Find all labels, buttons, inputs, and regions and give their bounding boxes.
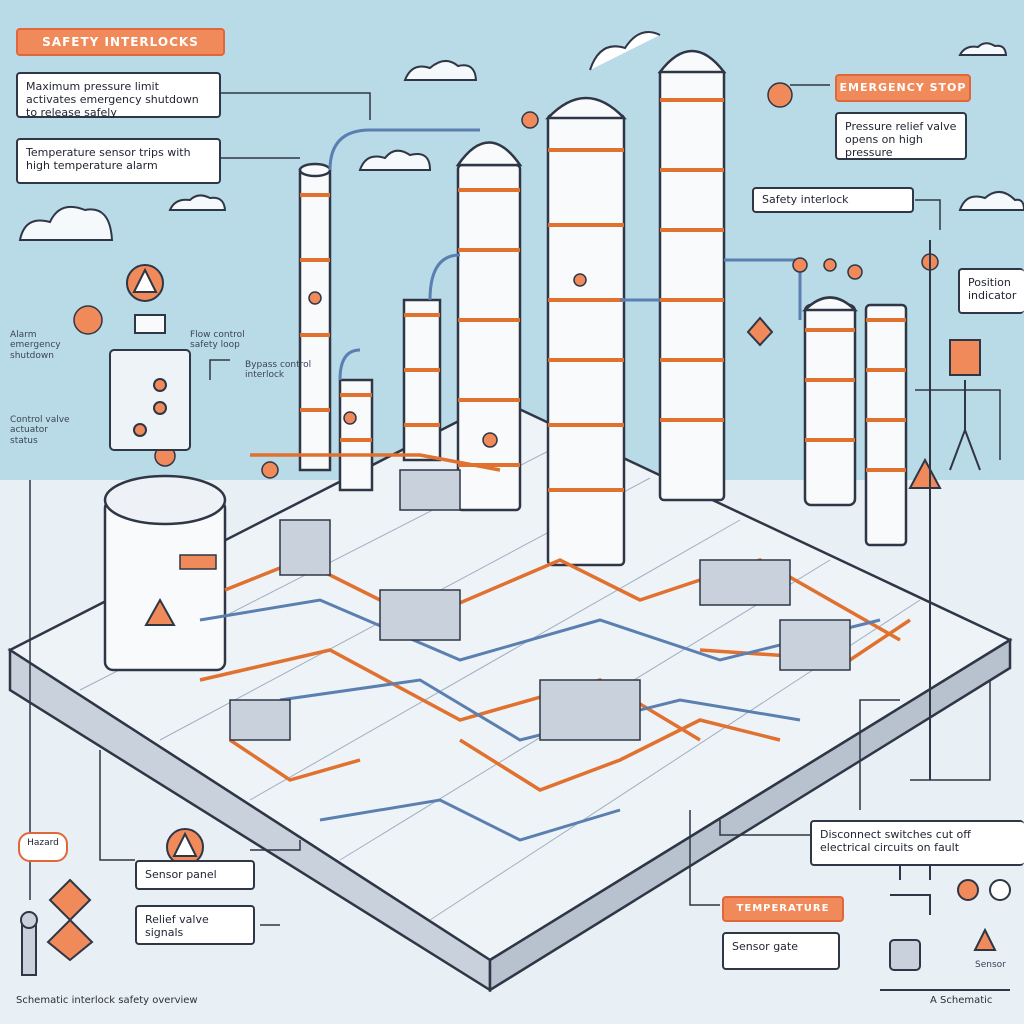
hydrant-left <box>20 911 38 976</box>
platform-base <box>7 398 1013 993</box>
disconnect-callout: Disconnect switches cut off electrical c… <box>810 820 1024 866</box>
pressure-callout: Maximum pressure limit activates emergen… <box>16 72 221 119</box>
sensor-panel-callout: Sensor panel <box>135 860 255 890</box>
control-panel-left <box>109 314 191 451</box>
pipes-grey <box>199 128 881 842</box>
emergency-stop-tag: EMERGENCY STOP <box>835 74 971 102</box>
position-callout: Position indicator <box>958 268 1024 314</box>
tank-hazard-sign <box>144 554 217 626</box>
footer-right: A Schematic <box>930 995 993 1006</box>
cloud <box>18 42 1024 241</box>
tower-bands <box>300 98 906 492</box>
temperature-tag: TEMPERATURE <box>722 896 844 922</box>
smoke <box>589 31 661 71</box>
relief-valve-callout: Relief valve signals <box>135 905 255 945</box>
instrument-gauges <box>73 82 939 479</box>
temperature-callout: Temperature sensor trips with high tempe… <box>16 138 221 184</box>
warning-triangles <box>46 264 942 962</box>
equipment-cluster <box>229 469 851 741</box>
left-note-upper: Alarm emergency shutdown <box>10 330 61 361</box>
safety-interlock-callout: Safety interlock <box>752 187 914 213</box>
right-stanchion <box>929 240 981 780</box>
left-note-lower: Control valve actuator status <box>10 415 70 446</box>
footer-left: Schematic interlock safety overview <box>16 995 198 1006</box>
sensor-gate-callout: Sensor gate <box>722 932 840 970</box>
safety-interlocks-tag: SAFETY INTERLOCKS <box>16 28 225 56</box>
center-note: Bypass control interlock <box>245 360 312 381</box>
left-note-mid: Flow control safety loop <box>190 330 245 351</box>
hazard-badge: Hazard <box>18 832 68 862</box>
pressure-relief-callout: Pressure relief valve opens on high pres… <box>835 112 967 160</box>
sensor-small-label: Sensor <box>975 960 1006 970</box>
leader-lines <box>29 84 1001 926</box>
